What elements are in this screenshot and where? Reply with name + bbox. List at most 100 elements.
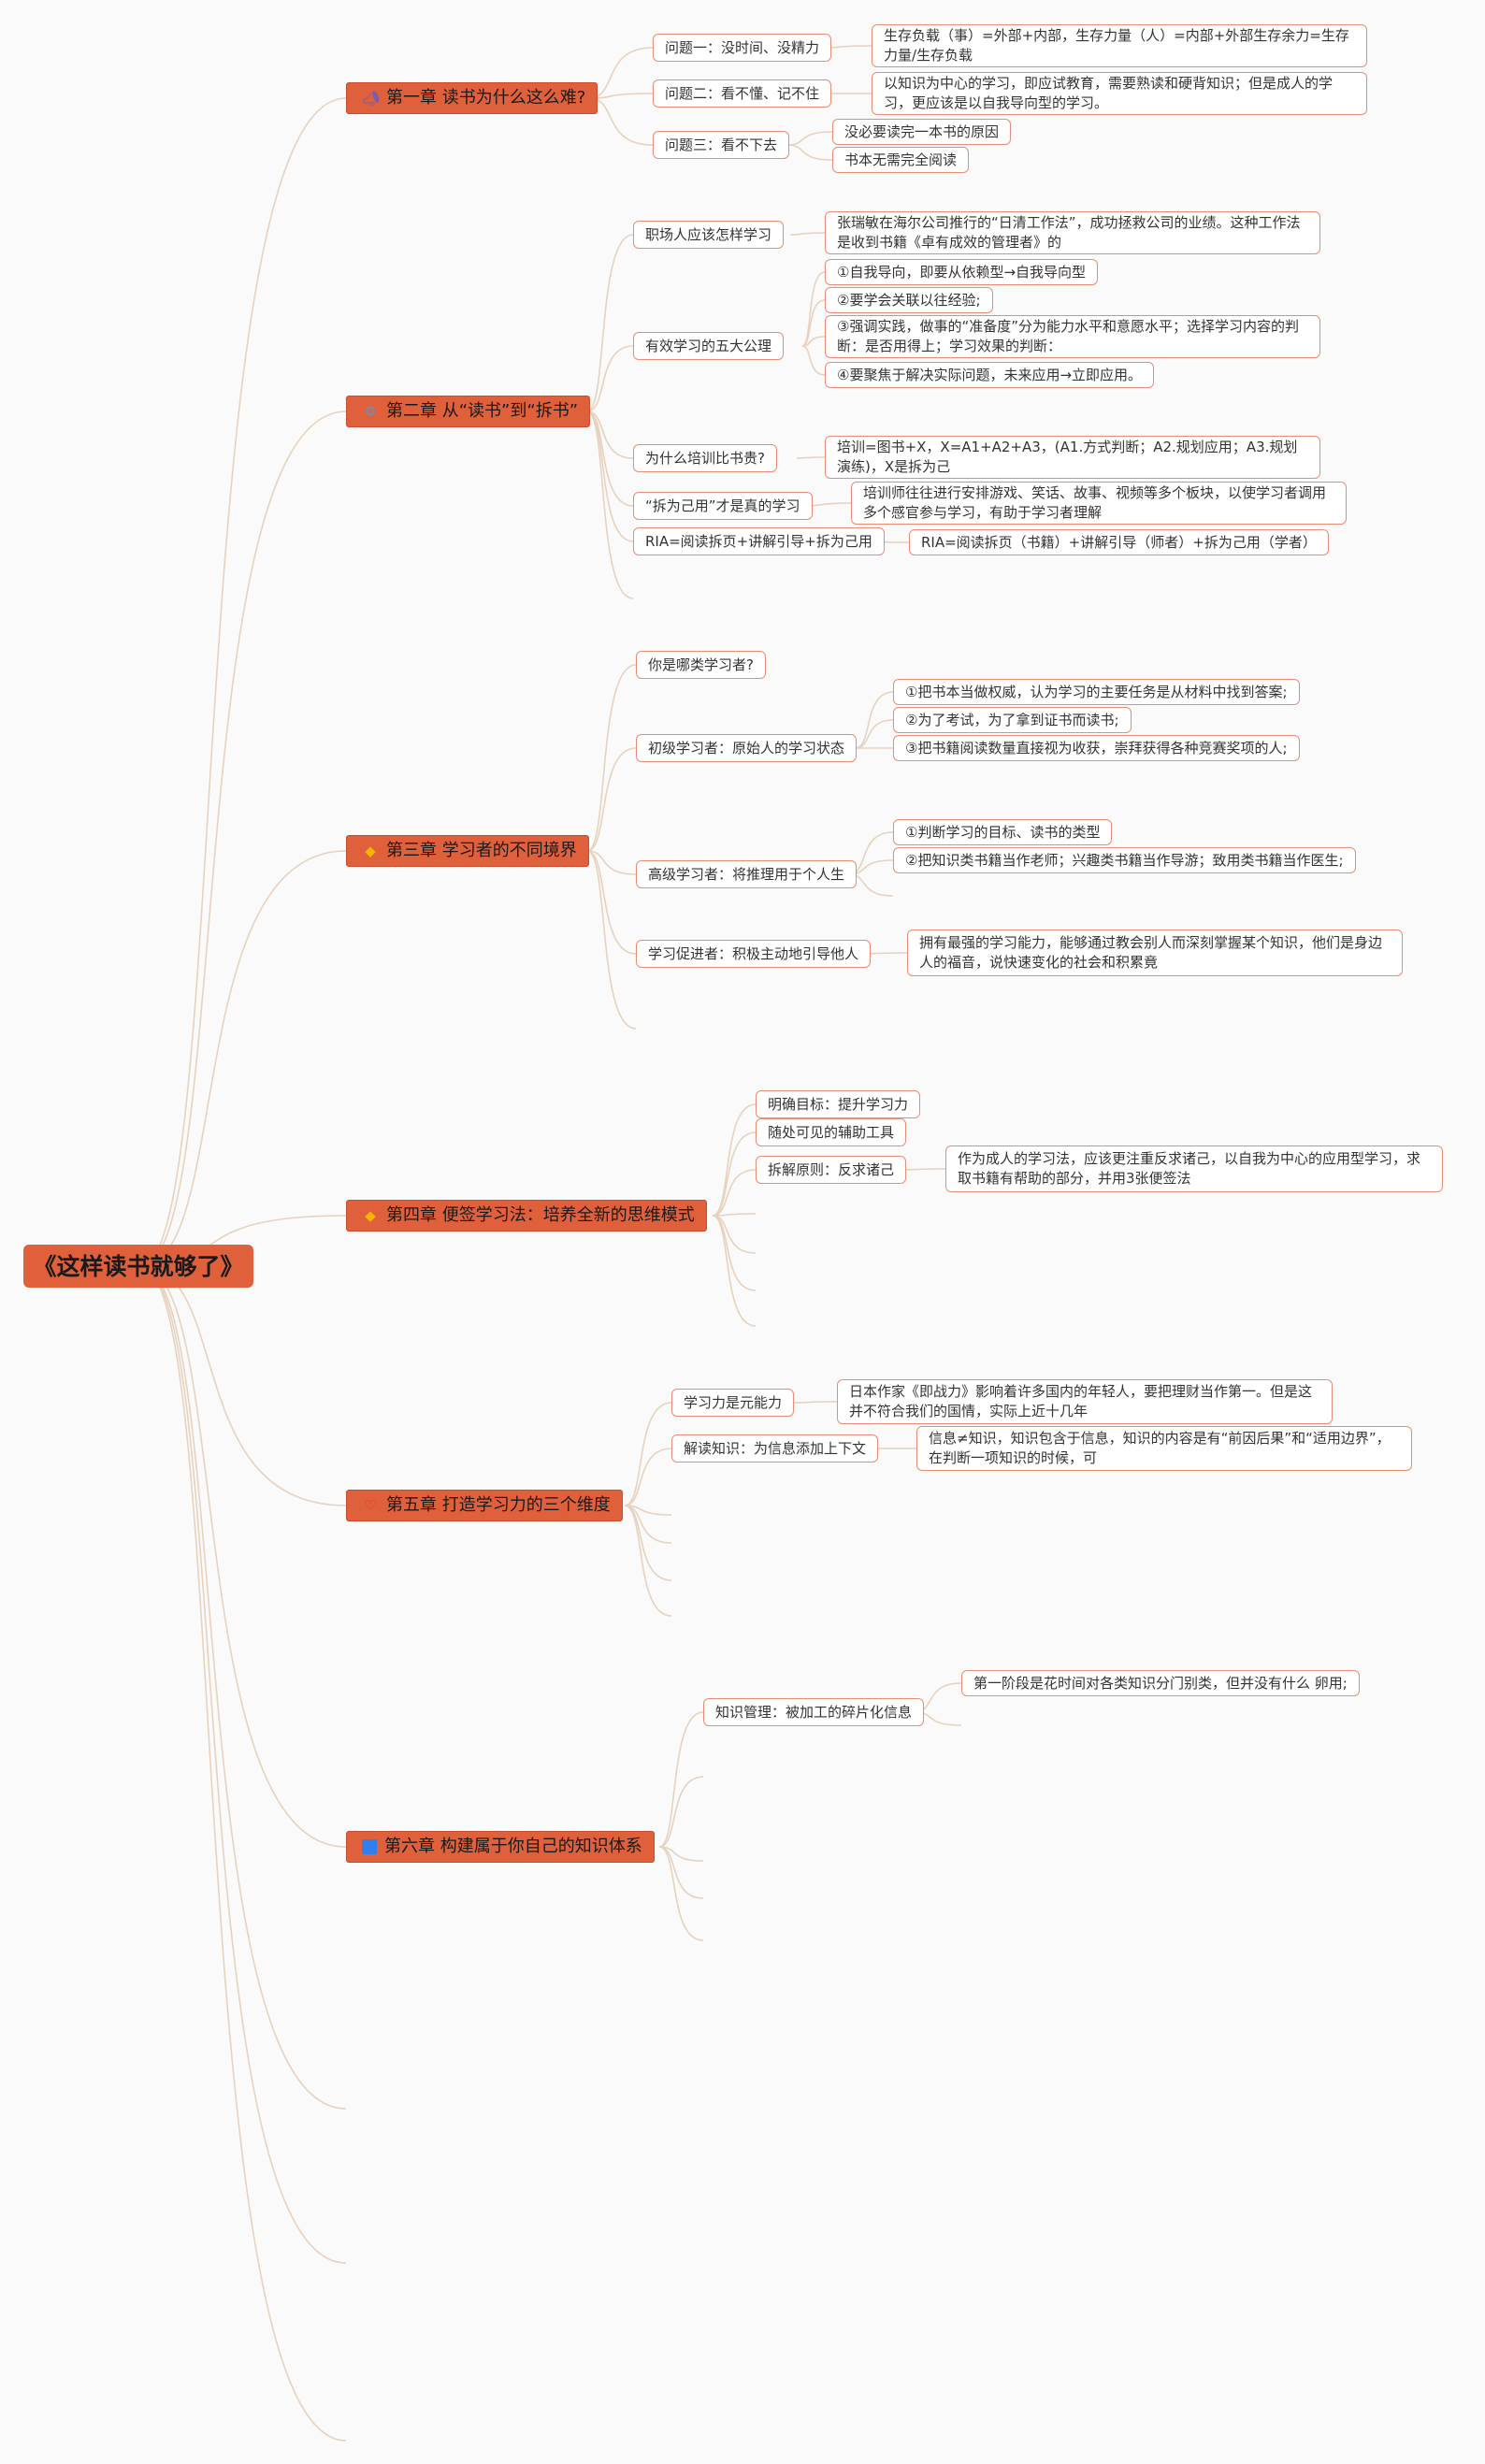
note-node[interactable]: ③把书籍阅读数量直接视为收获，崇拜获得各种竞赛奖项的人;	[893, 735, 1300, 761]
connector-line	[624, 1505, 672, 1544]
note-node[interactable]: 没必要读完一本书的原因	[832, 119, 1012, 145]
note-node[interactable]: 拥有最强的学习能力，能够通过教会别人而深刻掌握某个知识，他们是身边人的福音，说快…	[907, 929, 1403, 976]
note-node[interactable]: 培训=图书+X，X=A1+A2+A3，(A1.方式判断；A2.规划应用；A3.规…	[825, 436, 1320, 479]
connector-line	[586, 664, 637, 852]
connector-line	[824, 45, 872, 49]
chapter-3-node[interactable]: ◆第三章 学习者的不同境界	[346, 835, 589, 867]
heart-icon: ♡	[364, 1497, 377, 1514]
connector-line	[588, 97, 654, 146]
note-node[interactable]: ②要学会关联以往经验;	[825, 287, 993, 313]
chapter-1-node[interactable]: 📣︎ 第一章 读书为什么这么难?	[346, 82, 598, 114]
topic-node[interactable]: 问题三：看不下去	[653, 131, 790, 159]
connector-line	[805, 502, 852, 507]
connector-line	[658, 1776, 704, 1848]
connector-line	[712, 1131, 757, 1217]
topic-node[interactable]: 为什么培训比书贵?	[633, 444, 777, 472]
gem-icon: ◆	[365, 843, 376, 859]
topic-node[interactable]: 有效学习的五大公理	[633, 332, 785, 360]
connector-line	[712, 1215, 757, 1254]
note-node[interactable]: 张瑞敏在海尔公司推行的“日清工作法”，成功拯救公司的业绩。这种工作法是收到书籍《…	[825, 211, 1320, 254]
note-node[interactable]: 生存负载（事）=外部+内部，生存力量（人）=内部+外部生存余力=生存力量/生存负…	[872, 24, 1367, 67]
note-node[interactable]: RIA=阅读拆页（书籍）+讲解引导（师者）+拆为己用（学者）	[909, 529, 1329, 555]
gem-icon: ◆	[365, 1207, 376, 1224]
connector-line	[139, 97, 347, 1267]
note-node[interactable]: ①判断学习的目标、读书的类型	[893, 819, 1113, 845]
chapter-5-label: 第五章 打造学习力的三个维度	[386, 1495, 611, 1516]
note-node[interactable]: ④要聚焦于解决实际问题，未来应用→立即应用。	[825, 362, 1155, 388]
topic-node[interactable]: 知识管理：被加工的碎片化信息	[703, 1698, 925, 1726]
connector-line	[789, 232, 826, 236]
connector-line	[712, 1169, 757, 1217]
chapter-5-node[interactable]: ♡ 第五章 打造学习力的三个维度	[346, 1490, 623, 1521]
topic-node[interactable]: 高级学习者：将推理用于个人生	[636, 860, 858, 888]
topic-node[interactable]: 拆解原则：反求诸己	[756, 1156, 907, 1184]
topic-node[interactable]: RIA=阅读拆页+讲解引导+拆为己用	[633, 527, 885, 555]
connector-line	[855, 691, 894, 749]
connector-line	[712, 1103, 757, 1217]
note-node[interactable]: 书本无需完全阅读	[832, 147, 970, 173]
connector-line	[624, 1402, 672, 1506]
note-node[interactable]: 培训师往往进行安排游戏、笑话、故事、视频等多个板块，以使学习者调用多个感官参与学…	[851, 482, 1347, 525]
connector-line	[139, 850, 347, 1267]
note-node[interactable]: ③强调实践，做事的“准备度”分为能力水平和意愿水平；选择学习内容的判断：是否用得…	[825, 315, 1320, 358]
connector-line	[139, 1265, 347, 2110]
connector-line	[586, 850, 637, 1030]
connector-line	[786, 131, 833, 146]
connector-line	[801, 299, 826, 347]
connector-line	[586, 411, 634, 507]
topic-node[interactable]: 明确目标：提升学习力	[756, 1090, 921, 1118]
connector-line	[588, 47, 654, 99]
note-node[interactable]: 信息≠知识，知识包含于信息，知识的内容是有“前因后果”和“适用边界”，在判断一项…	[916, 1426, 1412, 1471]
topic-node[interactable]: 你是哪类学习者?	[636, 651, 766, 679]
root-node[interactable]: 《这样读书就够了》	[23, 1245, 253, 1288]
connector-line	[139, 1265, 347, 2264]
connector-line	[899, 1168, 946, 1171]
chapter-6-node[interactable]: 第六章 构建属于你自己的知识体系	[346, 1831, 655, 1863]
connector-line	[586, 747, 637, 852]
connector-line	[801, 345, 826, 376]
chapter-2-node[interactable]: ⚙第二章 从“读书”到“拆书”	[346, 396, 591, 427]
topic-node[interactable]: 职场人应该怎样学习	[633, 221, 785, 249]
note-node[interactable]: 第一阶段是花时间对各类知识分门别类，但并没有什么 卵用;	[961, 1670, 1360, 1696]
connector-line	[658, 1846, 704, 1941]
chapter-6-label: 第六章 构建属于你自己的知识体系	[384, 1837, 642, 1857]
topic-node[interactable]: 问题二：看不懂、记不住	[653, 79, 832, 108]
connector-line	[586, 345, 634, 412]
connector-line	[586, 411, 634, 459]
note-node[interactable]: ①自我导向，即要从依赖型→自我导向型	[825, 259, 1099, 285]
connector-line	[139, 1265, 347, 1506]
note-node[interactable]: ②为了考试，为了拿到证书而读书;	[893, 707, 1132, 733]
note-node[interactable]: ①把书本当做权威，认为学习的主要任务是从材料中找到答案;	[893, 679, 1300, 705]
megaphone-icon: 📣︎	[362, 90, 381, 107]
connector-line	[586, 850, 637, 955]
gear-icon: ⚙	[364, 403, 377, 420]
note-node[interactable]: 作为成人的学习法，应该更注重反求诸己，以自我为中心的应用型学习，求取书籍有帮助的…	[945, 1146, 1443, 1192]
topic-node[interactable]: 解读知识：为信息添加上下文	[671, 1434, 879, 1463]
note-node[interactable]: 以知识为中心的学习，即应试教育，需要熟读和硬背知识；但是成人的学习，更应该是以自…	[872, 72, 1367, 115]
connector-line	[712, 1215, 757, 1327]
topic-node[interactable]: 初级学习者：原始人的学习状态	[636, 734, 858, 762]
connector-line	[139, 411, 347, 1267]
topic-node[interactable]: “拆为己用”才是真的学习	[633, 492, 813, 520]
connector-line	[139, 1265, 347, 1848]
connector-line	[855, 719, 894, 749]
connector-line	[586, 411, 634, 599]
topic-node[interactable]: 学习力是元能力	[671, 1389, 795, 1417]
note-node[interactable]: 日本作家《即战力》影响着许多国内的年轻人，要把理财当作第一。但是这并不符合我们的…	[837, 1379, 1333, 1424]
connector-line	[792, 1401, 838, 1404]
chapter-1-label: 第一章 读书为什么这么难?	[386, 88, 586, 108]
connector-line	[712, 1213, 757, 1217]
connector-line	[624, 1505, 672, 1617]
topic-node[interactable]: 问题一：没时间、没精力	[653, 34, 832, 62]
chapter-4-node[interactable]: ◆ 第四章 便签学习法：培养全新的思维模式	[346, 1200, 707, 1232]
connector-line	[796, 456, 826, 459]
topic-node[interactable]: 随处可见的辅助工具	[756, 1118, 907, 1146]
connector-line	[586, 411, 634, 542]
connector-line	[786, 144, 833, 161]
connector-line	[658, 1846, 704, 1899]
note-node[interactable]: ②把知识类书籍当作老师；兴趣类书籍当作导游；致用类书籍当作医生;	[893, 847, 1356, 873]
chapter-4-label: 第四章 便签学习法：培养全新的思维模式	[386, 1205, 695, 1226]
topic-node[interactable]: 学习促进者：积极主动地引导他人	[636, 940, 872, 968]
square-icon	[362, 1839, 377, 1854]
